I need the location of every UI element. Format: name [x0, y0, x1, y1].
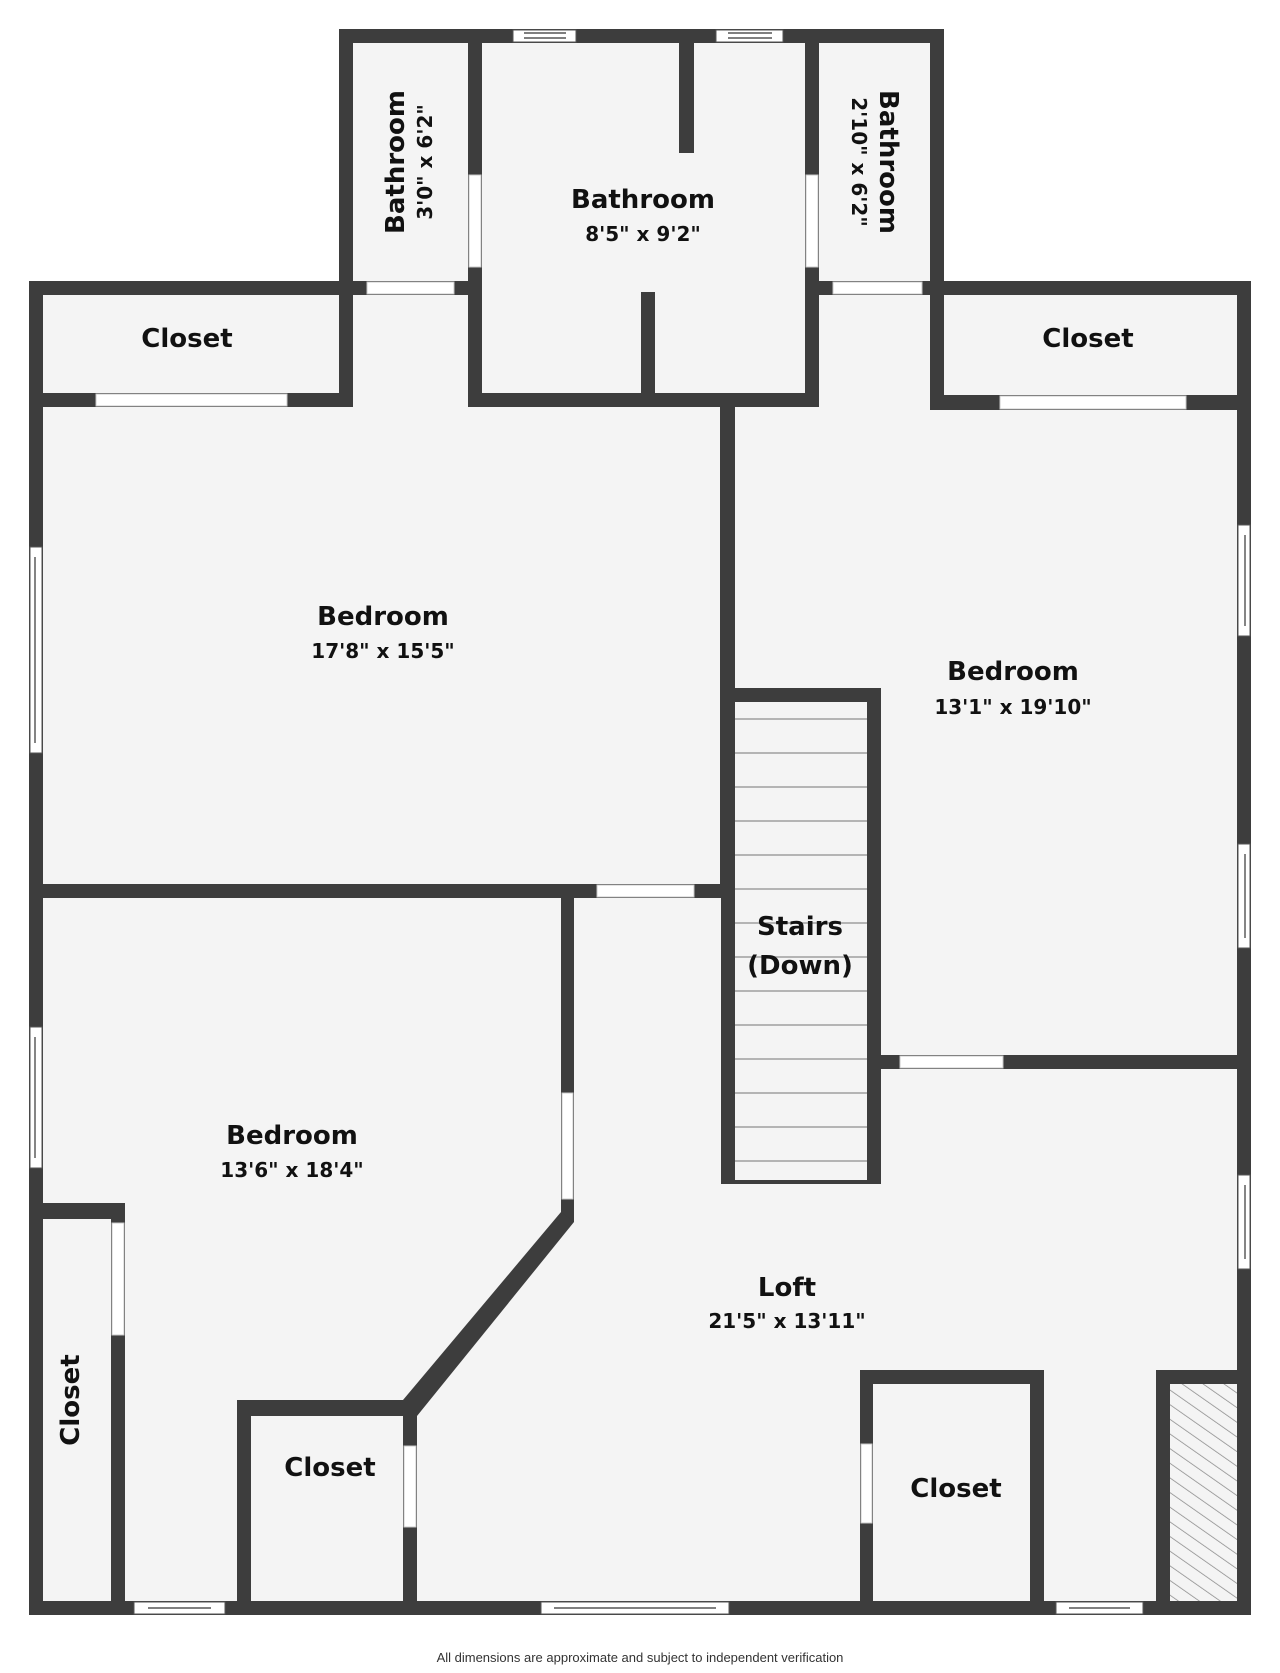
disclaimer-text: All dimensions are approximate and subje… [436, 1650, 844, 1665]
room-label-closet-bottom-right: Closet [910, 1474, 1001, 1504]
svg-text:Stairs: Stairs [757, 912, 843, 942]
svg-text:Bathroom: Bathroom [873, 90, 903, 234]
room-label-bedroom-upper-left: Bedroom 17'8" x 15'5" [311, 602, 454, 663]
svg-text:Bedroom: Bedroom [947, 657, 1079, 687]
room-label-bathroom-center: Bathroom 8'5" x 9'2" [571, 185, 715, 246]
floor-area [29, 29, 1251, 1615]
svg-text:3'0" x 6'2": 3'0" x 6'2" [413, 104, 437, 220]
svg-text:17'8" x 15'5": 17'8" x 15'5" [311, 639, 454, 663]
stair-treads [735, 718, 867, 1162]
room-labels: Bathroom 3'0" x 6'2" Bathroom 8'5" x 9'2… [56, 90, 1134, 1504]
room-label-closet-top-left: Closet [141, 324, 232, 354]
room-label-closet-bottom-center: Closet [284, 1453, 375, 1483]
svg-text:Bedroom: Bedroom [317, 602, 449, 632]
svg-text:Loft: Loft [758, 1273, 816, 1303]
room-label-closet-top-right: Closet [1042, 324, 1133, 354]
room-label-stairs: Stairs (Down) [747, 912, 853, 981]
svg-text:Bedroom: Bedroom [226, 1121, 358, 1151]
svg-text:13'6" x 18'4": 13'6" x 18'4" [220, 1158, 363, 1182]
door-openings [95, 174, 1187, 1528]
room-label-closet-left-vertical: Closet [56, 1354, 86, 1445]
svg-text:Bathroom: Bathroom [381, 90, 411, 234]
svg-text:8'5" x 9'2": 8'5" x 9'2" [585, 222, 701, 246]
room-label-bedroom-lower-left: Bedroom 13'6" x 18'4" [220, 1121, 363, 1182]
room-label-bedroom-right: Bedroom 13'1" x 19'10" [934, 657, 1091, 719]
windows [29, 29, 1251, 1615]
svg-text:13'1" x 19'10": 13'1" x 19'10" [934, 695, 1091, 719]
room-label-loft: Loft 21'5" x 13'11" [708, 1273, 865, 1333]
walls [29, 29, 1251, 1615]
svg-text:21'5" x 13'11": 21'5" x 13'11" [708, 1309, 865, 1333]
svg-text:Bathroom: Bathroom [571, 185, 715, 215]
hatched-area [1170, 1384, 1237, 1601]
svg-text:2'10" x 6'2": 2'10" x 6'2" [847, 97, 871, 227]
svg-text:(Down): (Down) [747, 951, 853, 981]
room-label-bathroom-left: Bathroom 3'0" x 6'2" [381, 90, 437, 234]
room-label-bathroom-right: Bathroom 2'10" x 6'2" [847, 90, 903, 234]
